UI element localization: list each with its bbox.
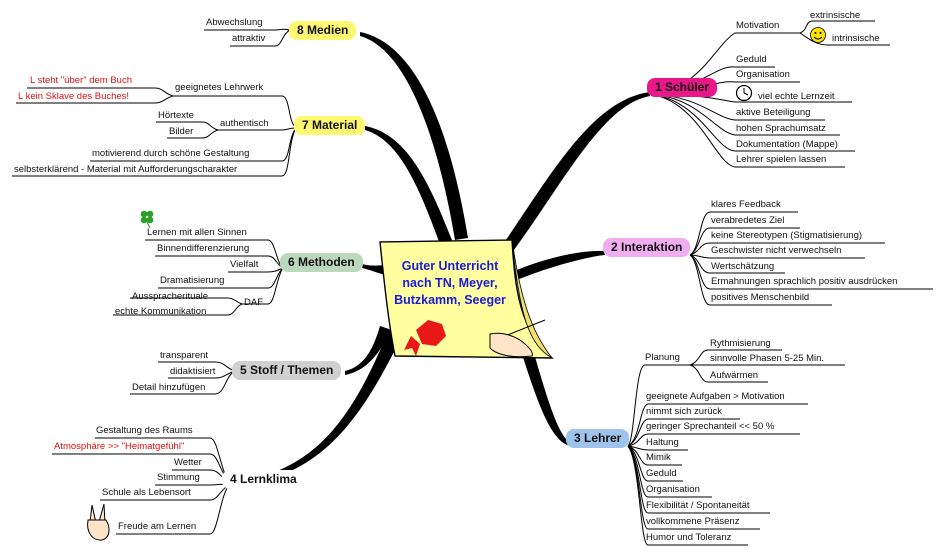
lehrer-item: vollkommene Präsenz — [646, 516, 740, 527]
lehrer-item: Organisation — [646, 484, 700, 495]
stoff-item: Detail hinzufügen — [132, 382, 206, 393]
topic-material[interactable]: 7 Material — [294, 116, 366, 135]
lehrer-planung-item: Rythmisierung — [710, 338, 771, 349]
interaktion-item: Ermahnungen sprachlich positiv ausdrücke… — [711, 276, 898, 287]
methoden-item: Dramatisierung — [160, 275, 225, 286]
branch-7 — [365, 126, 452, 244]
material-authentisch-item: Bilder — [169, 126, 194, 137]
clover-icon — [140, 210, 154, 229]
central-topic-line: Guter Unterricht — [401, 259, 499, 273]
interaktion-item: Geschwister nicht verwechseln — [711, 245, 842, 256]
schueler-item: Geduld — [736, 54, 767, 65]
lehrer-item: geringer Sprechanteil << 50 % — [646, 421, 775, 432]
lehrer-item: Flexibilität / Spontaneität — [646, 500, 750, 511]
material-authentisch: authentisch — [220, 118, 269, 129]
methoden-item: Lernen mit allen Sinnen — [147, 227, 247, 238]
lehrer-planung-item: sinnvolle Phasen 5-25 Min. — [710, 353, 825, 364]
medien-item: Abwechslung — [206, 17, 263, 28]
material-lehrwerk-item: L steht "über" dem Buch — [30, 75, 132, 86]
methoden-daf-item: Ausspracherituale — [132, 291, 209, 302]
lehrer-planung: Planung — [645, 352, 680, 363]
topic-medien[interactable]: 8 Medien — [289, 21, 357, 40]
smiley-icon — [810, 27, 826, 43]
branch-5 — [345, 326, 392, 375]
methoden-item: Binnendifferenzierung — [157, 243, 250, 254]
schueler-extrinsisch: extrinsische — [810, 10, 861, 21]
schueler-motivation: Motivation — [736, 20, 780, 31]
branch-6 — [362, 264, 385, 275]
central-topic-line: Butzkamm, Seeger — [394, 293, 506, 307]
interaktion-item: klares Feedback — [711, 199, 781, 210]
schueler-item: viel echte Lernzeit — [758, 91, 835, 102]
material-lehrwerk-item: L kein Sklave des Buches! — [18, 91, 130, 102]
branch-8 — [360, 32, 468, 240]
lehrer-item: Humor und Toleranz — [646, 532, 732, 543]
topic-lehrer[interactable]: 3 Lehrer — [566, 429, 630, 448]
branch-4 — [230, 332, 400, 486]
lernklima-item: Wetter — [174, 457, 202, 468]
lehrer-item: Haltung — [646, 437, 679, 448]
material-lehrwerk: geeignetes Lehrwerk — [175, 82, 264, 93]
lernklima-item: Schule als Lebensort — [102, 487, 191, 498]
interaktion-item: verabredetes Ziel — [711, 215, 785, 226]
schueler-item: Organisation — [736, 69, 790, 80]
methoden-item: Vielfalt — [230, 259, 259, 270]
methoden-daf-item: echte Kommunikation — [115, 306, 207, 317]
lehrer-item: nimmt sich zurück — [646, 406, 723, 417]
clock-icon — [735, 84, 753, 102]
interaktion-item: keine Stereotypen (Stigmatisierung) — [711, 230, 863, 241]
topic-stoff-themen[interactable]: 5 Stoff / Themen — [232, 361, 342, 380]
material-item: motivierend durch schöne Gestaltung — [92, 148, 250, 159]
central-topic-line: nach TN, Meyer, — [402, 276, 498, 290]
topic-methoden[interactable]: 6 Methoden — [280, 253, 363, 272]
lernklima-item: Freude am Lernen — [118, 521, 197, 532]
central-topic: Guter Unterricht nach TN, Meyer, Butzkam… — [380, 258, 520, 309]
lehrer-planung-item: Aufwärmen — [710, 370, 759, 381]
schueler-item: hohen Sprachumsatz — [736, 123, 826, 134]
interaktion-item: Wertschätzung — [711, 261, 775, 272]
branch-1 — [495, 92, 650, 262]
lernklima-item: Gestaltung des Raums — [96, 425, 193, 436]
medien-item: attraktiv — [232, 33, 266, 44]
lehrer-item: geeignete Aufgaben > Motivation — [646, 391, 785, 402]
schueler-item: aktive Beteiligung — [736, 107, 811, 118]
material-item: selbsterklärend - Material mit Aufforder… — [14, 164, 238, 175]
schueler-item: Dokumentation (Mappe) — [736, 139, 838, 150]
stoff-item: didaktisiert — [170, 366, 216, 377]
topic-lernklima[interactable]: 4 Lernklima — [222, 470, 305, 489]
wax-seal-icon — [404, 320, 446, 356]
topic-interaktion[interactable]: 2 Interaktion — [603, 238, 691, 257]
stoff-item: transparent — [160, 350, 209, 361]
topic-schueler[interactable]: 1 Schüler — [647, 78, 718, 97]
schueler-intrinsisch: intrinsische — [832, 33, 880, 44]
lehrer-item: Mimik — [646, 452, 671, 463]
methoden-item: DAF — [244, 297, 263, 308]
lernklima-item: Atmosphäre >> "Heimatgefühl" — [54, 441, 185, 452]
lernklima-item: Stimmung — [157, 472, 200, 483]
schueler-item: Lehrer spielen lassen — [736, 154, 827, 165]
victory-hand-icon — [87, 503, 110, 541]
interaktion-item: positives Menschenbild — [711, 292, 810, 303]
lehrer-item: Geduld — [646, 468, 677, 479]
branch-2 — [512, 250, 605, 282]
material-authentisch-item: Hörtexte — [158, 110, 194, 121]
writing-hand-icon — [489, 319, 546, 358]
